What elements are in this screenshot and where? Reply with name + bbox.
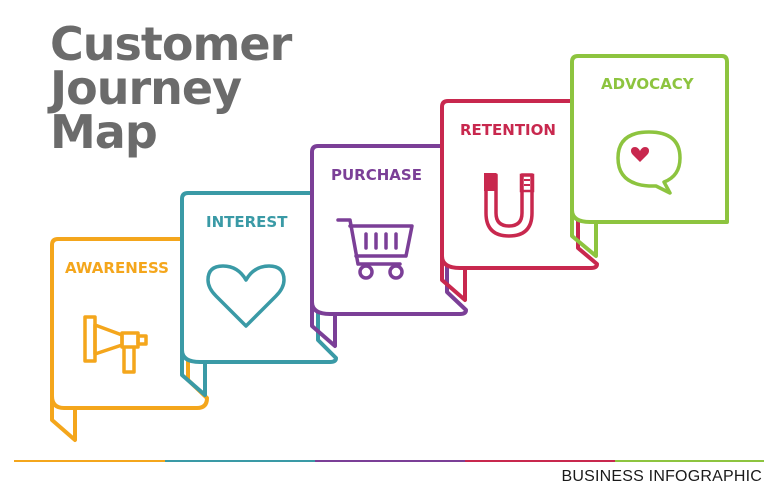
- stage-purchase-label: PURCHASE: [331, 166, 422, 184]
- magnet-icon: [484, 173, 535, 238]
- stage-retention-label: RETENTION: [460, 121, 556, 139]
- stage-advocacy-card: [570, 54, 729, 224]
- stage-interest: INTEREST: [180, 191, 338, 397]
- stage-awareness-label: AWARENESS: [65, 259, 169, 277]
- footer-label: BUSINESS INFOGRAPHIC: [561, 468, 762, 485]
- stage-purchase: PURCHASE: [310, 144, 468, 348]
- speech-bubble-heart-icon: [616, 130, 682, 195]
- stage-advocacy-fold: [570, 210, 598, 258]
- page-title: Customer Journey Map: [50, 17, 292, 159]
- stage-advocacy: ADVOCACY: [570, 54, 729, 258]
- stage-purchase-fold: [310, 302, 337, 348]
- title-line-3: Map: [50, 105, 158, 159]
- stage-awareness-fold: [50, 396, 77, 442]
- stage-retention-fold: [440, 256, 467, 302]
- stage-advocacy-label: ADVOCACY: [601, 75, 695, 93]
- heart-icon: [631, 147, 649, 162]
- title-line-1: Customer: [50, 17, 292, 71]
- megaphone-icon: [83, 315, 148, 374]
- stage-interest-fold: [180, 350, 207, 397]
- shopping-cart-icon: [336, 218, 414, 280]
- title-line-2: Journey: [50, 61, 242, 115]
- heart-icon: [206, 264, 286, 328]
- stage-interest-label: INTEREST: [206, 213, 288, 231]
